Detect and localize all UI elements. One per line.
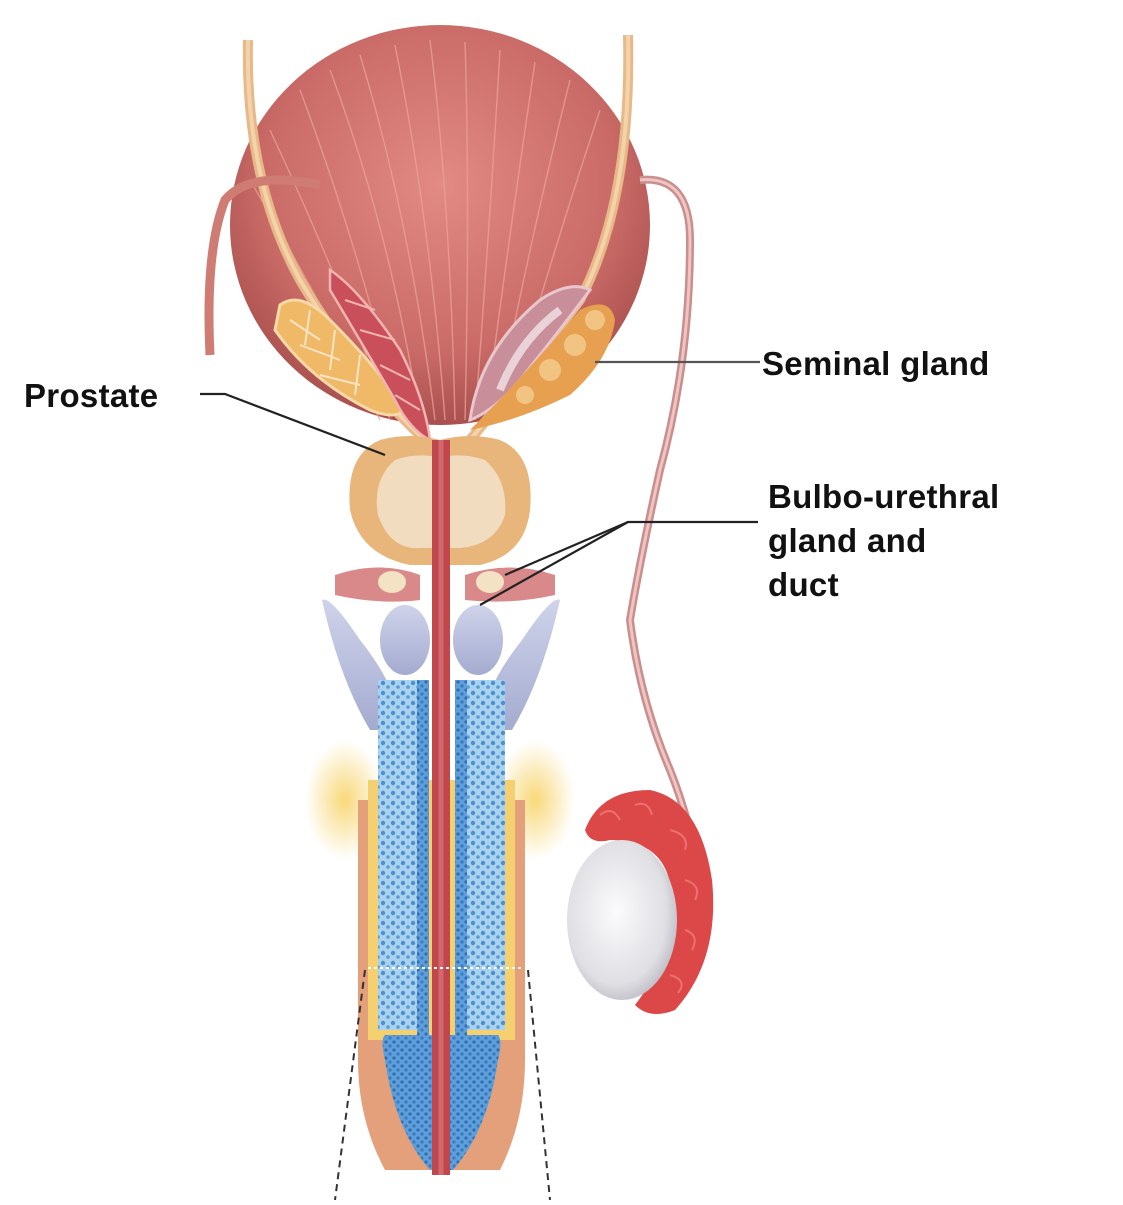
testis-epididymis [567,790,714,1014]
leader-lines [200,360,760,606]
label-prostate: Prostate [24,377,159,414]
leader-line-bulbo-duct [504,520,629,577]
dashed-guide-left [334,969,366,1201]
label-bulbo-line-1: Bulbo-urethral [768,478,1000,515]
label-bulbo-line-2: gland and [768,522,927,559]
label-bulbo-urethral-gland: Bulbo-urethral gland and duct [768,475,1000,607]
label-seminal-gland: Seminal gland [762,345,990,382]
seminal-gland-right [468,285,615,430]
dashed-guide-right [527,969,551,1201]
leader-line-prostate [200,392,386,457]
label-bulbo-line-3: duct [768,566,839,603]
